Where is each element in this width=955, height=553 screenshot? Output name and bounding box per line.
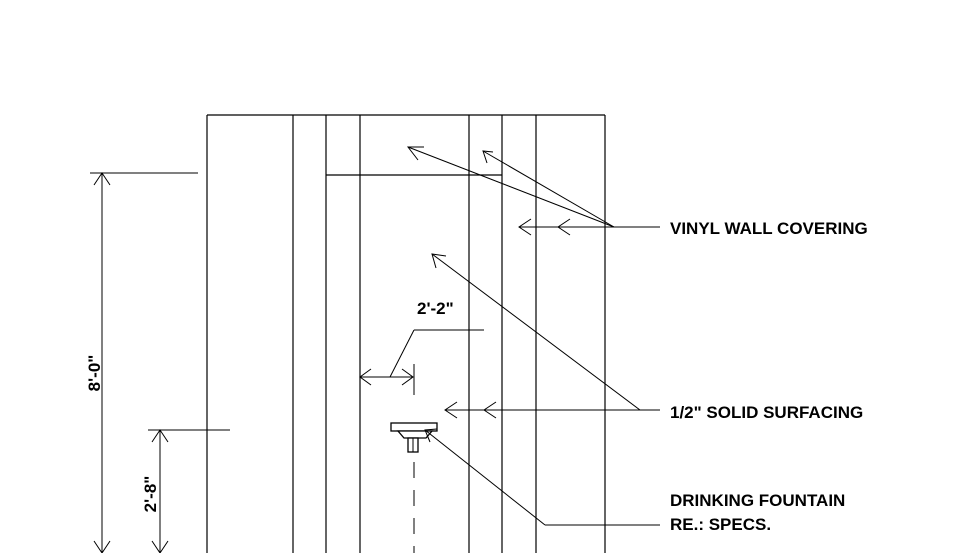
vinyl-leader-lines — [406, 146, 660, 236]
drinking-fountain-icon — [390, 422, 438, 553]
dimension-2ft2: 2'-2" — [359, 299, 484, 395]
dimension-2ft8: 2'-8" — [141, 429, 230, 553]
fountain-leader-line — [424, 428, 660, 526]
dimension-label-2ft2: 2'-2" — [417, 299, 454, 318]
wall-elevation — [206, 114, 606, 553]
dimension-label-8ft: 8'-0" — [85, 355, 104, 392]
label-solid-surfacing: 1/2" SOLID SURFACING — [670, 403, 863, 422]
solid-surfacing-leader-lines — [431, 253, 660, 419]
dimension-8ft: 8'-0" — [85, 172, 198, 553]
dimension-label-2ft8: 2'-8" — [141, 476, 160, 513]
label-vinyl-wall-covering: VINYL WALL COVERING — [670, 219, 868, 238]
label-drinking-fountain: DRINKING FOUNTAIN — [670, 491, 845, 510]
label-re-specs: RE.: SPECS. — [670, 515, 771, 534]
